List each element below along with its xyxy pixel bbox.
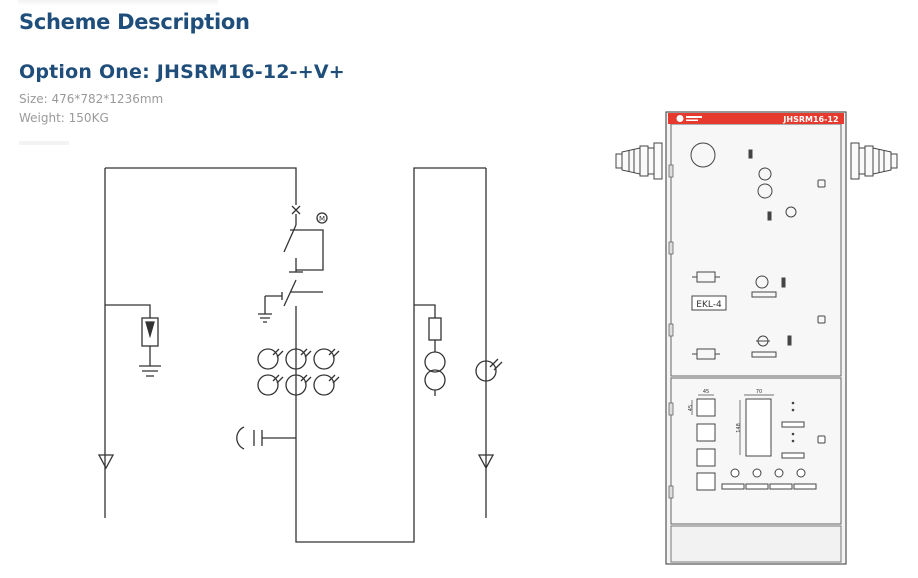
dim-height-1: 45	[688, 405, 694, 411]
load-break-switch	[283, 205, 324, 273]
current-transformers	[257, 348, 340, 396]
relay-door	[696, 398, 826, 491]
voltage-transformer-branch	[414, 304, 446, 396]
bushing-left	[615, 142, 663, 180]
faint-divider	[19, 141, 69, 145]
brand-logo-icon	[676, 115, 684, 122]
voltage-indicator	[236, 426, 296, 450]
page-title: Scheme Description	[19, 10, 250, 34]
door-hinges	[668, 164, 674, 499]
ct-right	[475, 358, 503, 382]
upper-door-devices	[690, 142, 826, 360]
surge-arrester-symbol	[139, 317, 161, 377]
switchgear-panel: JHSRM16-12	[615, 111, 898, 565]
cable-terminal-right	[477, 454, 495, 470]
dim-width-2: 70	[756, 389, 762, 395]
dim-width-1: 45	[703, 389, 709, 395]
motor-icon: M	[316, 212, 328, 224]
indicator-dots	[791, 401, 795, 443]
svg-text:M: M	[319, 215, 325, 223]
cable-terminal-left	[97, 454, 115, 470]
size-spec: Size: 476*782*1236mm	[19, 92, 164, 106]
panel-header	[668, 113, 844, 124]
dim-height-2: 148	[736, 423, 742, 433]
option-title: Option One: JHSRM16-12-+V+	[19, 61, 345, 83]
earthing-switch	[258, 279, 323, 518]
single-line-diagram: M	[97, 167, 503, 543]
weight-spec: Weight: 150KG	[19, 111, 109, 125]
title-decoration	[18, 0, 218, 6]
bushing-right	[850, 142, 898, 180]
ekl-module-label: EKL-4	[696, 300, 722, 310]
panel-model-label: JHSRM16-12	[782, 115, 838, 124]
dimension-marks	[691, 394, 774, 455]
